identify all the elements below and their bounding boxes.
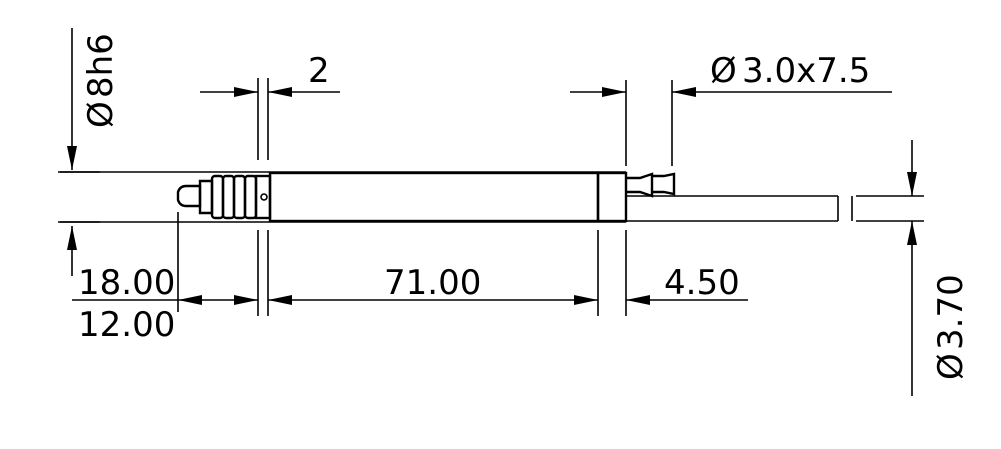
barb-1 bbox=[626, 172, 654, 198]
hose-spec-dimension: Ø 3.0x7.5 bbox=[570, 51, 892, 166]
arrowhead bbox=[907, 172, 917, 196]
probe-tip bbox=[176, 184, 202, 208]
arrowhead bbox=[67, 146, 77, 170]
length-b-label: 12.00 bbox=[78, 305, 175, 345]
arrowhead bbox=[602, 87, 626, 97]
marker-dot bbox=[260, 193, 268, 201]
width-small-label: 2 bbox=[308, 51, 330, 91]
length-body-label: 71.00 bbox=[384, 263, 481, 303]
nose-shoulder bbox=[254, 174, 272, 220]
hose-spec-label: 3.0x7.5 bbox=[742, 51, 870, 91]
rib bbox=[243, 174, 258, 220]
length-a-label: 18.00 bbox=[78, 263, 175, 303]
hose-barb bbox=[626, 172, 676, 198]
diameter-cable-label: 3.70 bbox=[931, 274, 971, 350]
rib bbox=[210, 174, 225, 220]
arrowhead bbox=[268, 87, 292, 97]
barb-2 bbox=[652, 172, 676, 196]
arrowhead bbox=[67, 226, 77, 250]
nose-collar bbox=[198, 179, 214, 215]
arrowhead bbox=[907, 221, 917, 245]
diameter-symbol: Ø bbox=[710, 51, 737, 91]
diameter-main-label: 8h6 bbox=[81, 33, 121, 98]
sensor-body bbox=[60, 171, 853, 223]
arrowhead bbox=[234, 295, 258, 305]
end-cap bbox=[596, 171, 628, 223]
arrowhead bbox=[626, 295, 650, 305]
rib bbox=[221, 174, 236, 220]
diameter-symbol: Ø bbox=[931, 353, 971, 380]
main-cylinder bbox=[268, 171, 600, 223]
bottom-dimensions: 18.00 12.00 71.00 4.50 bbox=[72, 212, 748, 345]
arrowhead bbox=[234, 87, 258, 97]
arrowhead bbox=[268, 295, 292, 305]
width-small-dimension: 2 bbox=[200, 51, 340, 160]
arrowhead bbox=[178, 295, 202, 305]
ribbed-nose bbox=[176, 174, 272, 220]
arrowhead bbox=[574, 295, 598, 305]
length-fitting-label: 4.50 bbox=[664, 263, 740, 303]
arrowhead bbox=[672, 87, 696, 97]
diameter-symbol: Ø bbox=[81, 101, 121, 128]
diameter-main-dimension: Ø 8h6 bbox=[58, 28, 121, 276]
diameter-cable-dimension: Ø 3.70 bbox=[856, 140, 971, 396]
rib bbox=[232, 174, 247, 220]
